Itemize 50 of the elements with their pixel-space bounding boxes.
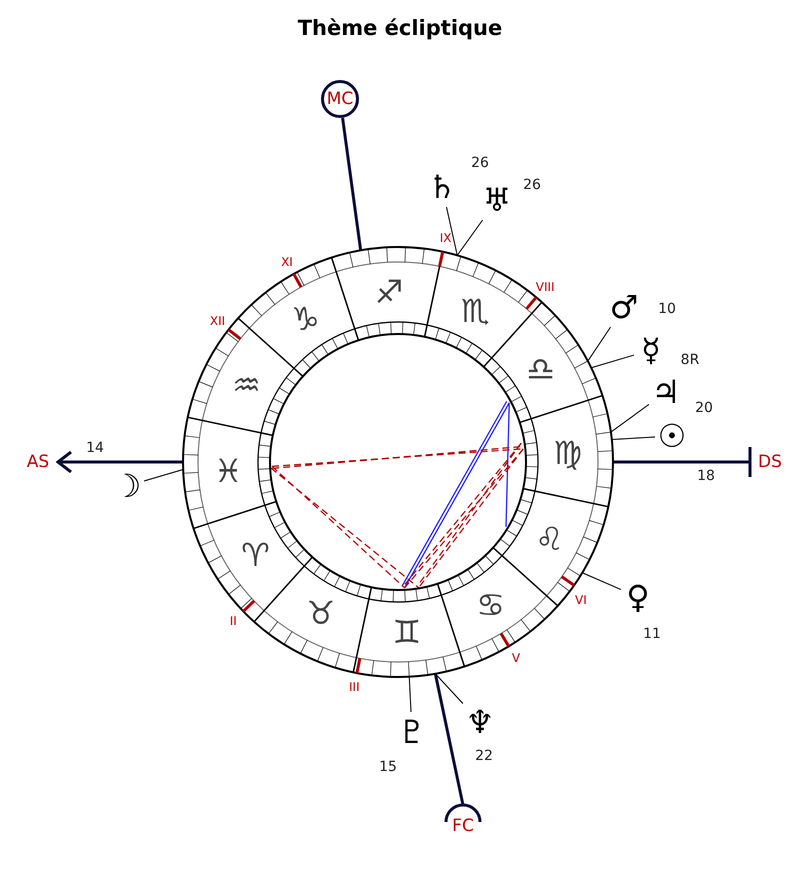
degree-label: 20 xyxy=(695,401,713,415)
zodiac-sign-symbol: ♋ xyxy=(476,588,505,621)
chart-wheel xyxy=(183,247,613,677)
degree-label: 26 xyxy=(471,156,489,170)
zodiac-sign-symbol: ♌ xyxy=(535,523,564,556)
degree-label: 18 xyxy=(697,469,715,483)
degree-label: 14 xyxy=(86,441,104,455)
leader-line xyxy=(587,326,612,362)
axis-line xyxy=(434,673,464,806)
degree-label: 15 xyxy=(379,760,397,774)
leader-line xyxy=(446,206,458,256)
degree-label: 11 xyxy=(643,627,661,641)
angle-circle: MC xyxy=(321,80,359,118)
degree-label: 26 xyxy=(523,178,541,192)
leader-line xyxy=(456,220,484,256)
angle-label: FC xyxy=(452,816,474,836)
axis-line xyxy=(613,446,752,478)
angle-label: DS xyxy=(750,447,790,477)
house-number: VI xyxy=(575,594,587,606)
leader-line xyxy=(408,676,412,712)
house-number: VIII xyxy=(536,280,555,293)
house-number: XI xyxy=(281,256,293,268)
zodiac-sign-symbol: ♈ xyxy=(241,538,270,571)
zodiac-sign-symbol: ♍ xyxy=(553,437,582,470)
leader-line xyxy=(590,354,634,368)
leader-line xyxy=(611,436,656,440)
house-number: XII xyxy=(210,315,226,327)
angle-label: AS xyxy=(18,447,58,477)
zodiac-sign-symbol: ♏ xyxy=(460,294,490,327)
leader-line xyxy=(144,469,184,482)
chart-title: Thème écliptique xyxy=(296,16,504,40)
zodiac-sign-symbol: ♒ xyxy=(232,368,261,401)
axis-line xyxy=(341,118,362,250)
zodiac-sign-symbol: ♎ xyxy=(526,353,555,386)
zodiac-sign-symbol: ♉ xyxy=(306,597,336,630)
leader-line xyxy=(610,404,650,433)
zodiac-sign-symbol: ♑ xyxy=(291,303,320,336)
zodiac-sign-symbol: ♐ xyxy=(374,276,404,308)
degree-label: 22 xyxy=(475,749,493,763)
leader-line xyxy=(434,673,464,704)
degree-label: 10 xyxy=(658,302,676,316)
degree-label: 8R xyxy=(680,353,700,367)
axis-arrow xyxy=(56,450,183,474)
leader-line xyxy=(582,572,622,590)
house-number: V xyxy=(512,652,520,664)
house-number: IX xyxy=(440,232,452,244)
zodiac-sign-symbol: ♓ xyxy=(214,454,243,487)
zodiac-sign-symbol: ♊ xyxy=(392,616,422,648)
house-number: III xyxy=(348,680,360,693)
house-number: II xyxy=(230,615,237,628)
